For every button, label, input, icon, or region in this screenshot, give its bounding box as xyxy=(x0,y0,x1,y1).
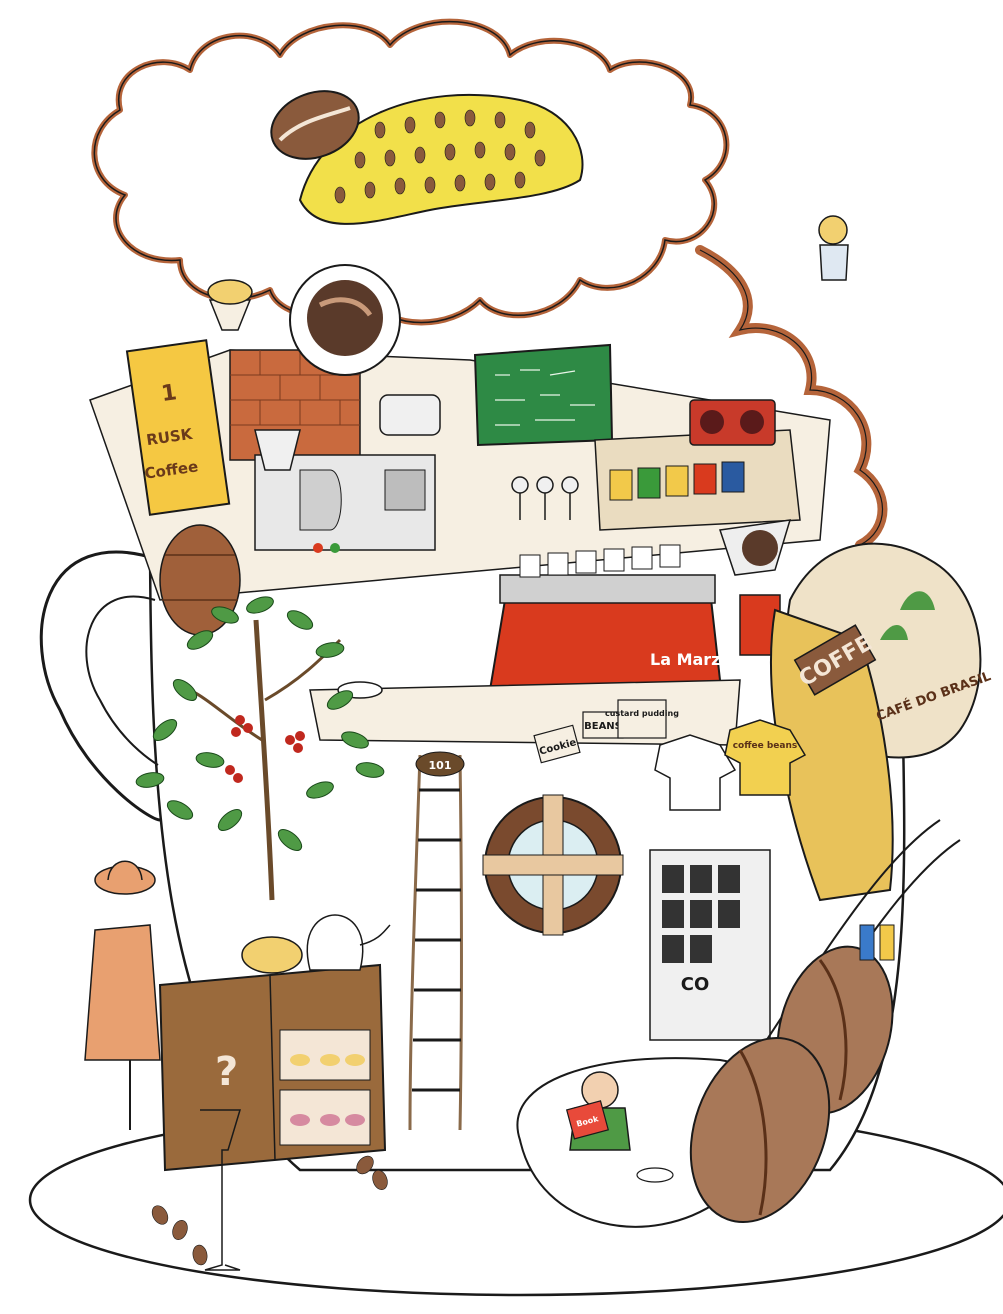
coffee-roaster xyxy=(254,394,441,553)
snack-labels: Cookie BEANS custard pudding xyxy=(533,699,679,764)
climbing-figure xyxy=(818,215,849,281)
photo-board: CO xyxy=(649,849,771,1041)
svg-text:?: ? xyxy=(215,1049,238,1095)
svg-text:BEANS: BEANS xyxy=(584,721,622,732)
spice-shelf xyxy=(594,429,801,531)
chalkboard-menu xyxy=(473,343,614,447)
bean-pouch xyxy=(270,90,584,225)
t-shirts: coffee beans xyxy=(654,719,807,811)
svg-text:101: 101 xyxy=(429,759,452,772)
scattered-beans xyxy=(151,1155,388,1266)
rusk-coffee-sign: 1 RUSK Coffee xyxy=(125,339,231,516)
espresso-machine: La Marzocco xyxy=(488,544,761,702)
ladder-icon: 101 xyxy=(408,751,465,1131)
svg-text:coffee beans: coffee beans xyxy=(733,741,798,751)
wooden-cabinet: ? xyxy=(158,963,387,1172)
coffee-sack: COFFE CAFÉ DO BRASIL xyxy=(770,542,993,902)
svg-text:La Marzocco: La Marzocco xyxy=(650,650,761,669)
reading-figure: Book xyxy=(565,1071,674,1183)
cafe-interior: 1 RUSK Coffee xyxy=(89,264,831,764)
svg-text:CO: CO xyxy=(681,974,710,995)
coffee-tree xyxy=(135,596,385,974)
coat-stand xyxy=(84,860,161,1130)
coffee-bean-icon xyxy=(689,945,894,1223)
svg-text:custard pudding: custard pudding xyxy=(605,709,679,718)
svg-text:1: 1 xyxy=(160,380,179,407)
lifebuoy-icon xyxy=(482,794,624,936)
